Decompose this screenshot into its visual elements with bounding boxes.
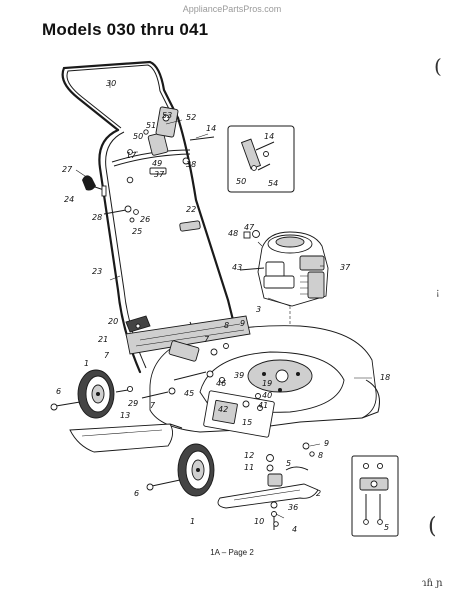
callout-9-upper: 9: [240, 319, 245, 328]
callout-36: 36: [288, 503, 298, 512]
callout-54: 54: [268, 179, 278, 188]
callout-20: 20: [108, 317, 118, 326]
watermark: AppliancePartsPros.com: [182, 4, 282, 14]
callout-29: 29: [128, 399, 138, 408]
callout-53: 53: [162, 111, 172, 120]
callout-17: 17: [126, 151, 137, 160]
callout-5-detail: 5: [384, 523, 389, 532]
callout-42: 42: [218, 405, 228, 414]
side-bracket: [203, 390, 275, 438]
callout-18: 18: [380, 373, 390, 382]
callout-26: 26: [140, 215, 150, 224]
callout-39: 39: [234, 371, 244, 380]
callout-47: 47: [244, 223, 255, 232]
handle-bracket: [179, 220, 201, 232]
scan-mark-bottom-right: (: [428, 514, 437, 539]
inset-detail-box: [227, 125, 295, 193]
callout-3: 3: [256, 305, 261, 314]
callout-37-engine: 37: [340, 263, 351, 272]
callout-22: 22: [186, 205, 196, 214]
callout-1-rear: 1: [84, 359, 89, 368]
control-bail: [111, 132, 191, 175]
page-title: Models 030 thru 041: [42, 20, 209, 39]
callout-45: 45: [184, 389, 194, 398]
callout-48: 48: [228, 229, 238, 238]
callout-19: 19: [262, 379, 272, 388]
scan-mark-top-right: (: [434, 54, 442, 78]
callout-46: 46: [216, 379, 226, 388]
callout-23: 23: [92, 267, 102, 276]
callout-49: 49: [152, 159, 162, 168]
rear-deflector: [69, 423, 183, 453]
callout-7-upper: 7: [204, 335, 210, 344]
wheel-bolt: [141, 387, 176, 399]
callout-labels: 30 52 51 53 14 50 17 49 38 37 27 24 28 2…: [56, 79, 390, 534]
callout-4: 4: [292, 525, 297, 534]
height-adjuster: [125, 315, 151, 333]
callout-5-blade: 5: [286, 459, 291, 468]
callout-14-inset: 14: [264, 132, 274, 141]
callout-52: 52: [186, 113, 196, 122]
callout-1-front: 1: [190, 517, 195, 526]
axle-bracket-front-left: [168, 340, 229, 384]
callout-30: 30: [106, 79, 116, 88]
handle-knob: [82, 175, 107, 197]
callout-7-lower: 7: [150, 401, 156, 410]
handle-bolt-set: [103, 205, 139, 223]
callout-7-left: 7: [104, 351, 110, 360]
callout-11: 11: [244, 463, 254, 472]
rear-flap: [125, 315, 251, 355]
callout-2: 2: [316, 489, 321, 498]
callout-50-upper: 50: [133, 132, 143, 141]
callout-6-front: 6: [134, 489, 139, 498]
callout-15: 15: [242, 418, 252, 427]
callout-38: 38: [186, 160, 196, 169]
callout-28: 28: [92, 213, 102, 222]
front-wheel: [146, 443, 215, 497]
callout-37-upper: 37: [154, 170, 165, 179]
callout-25: 25: [132, 227, 142, 236]
engine-assembly: [239, 230, 329, 362]
callout-21: 21: [98, 335, 108, 344]
upper-handle: [61, 60, 180, 132]
callout-40: 40: [262, 391, 272, 400]
callout-41: 41: [258, 401, 268, 410]
leader-lines: [75, 80, 372, 519]
upper-hardware: [126, 106, 215, 184]
scan-mark-middle-right: ¡: [436, 288, 440, 298]
callout-24: 24: [64, 195, 74, 204]
callout-12: 12: [244, 451, 254, 460]
rear-wheel: [50, 369, 134, 419]
callout-14-upper: 14: [206, 124, 216, 133]
callout-8-lower: 8: [318, 451, 323, 460]
callout-43: 43: [232, 263, 242, 272]
callout-13: 13: [120, 411, 130, 420]
callout-6-rear: 6: [56, 387, 61, 396]
handwritten-note: ɿɦ ɲ: [422, 578, 443, 589]
callout-9-lower: 9: [324, 439, 329, 448]
callout-10: 10: [254, 517, 264, 526]
blade-hardware: [217, 442, 319, 530]
blade-adapter-detail-box: [351, 455, 399, 537]
page-number-label: 1A – Page 2: [210, 548, 254, 557]
callout-8-upper: 8: [224, 321, 229, 330]
callout-27: 27: [62, 165, 73, 174]
callout-50-inset: 50: [236, 177, 246, 186]
callout-51: 51: [146, 121, 156, 130]
